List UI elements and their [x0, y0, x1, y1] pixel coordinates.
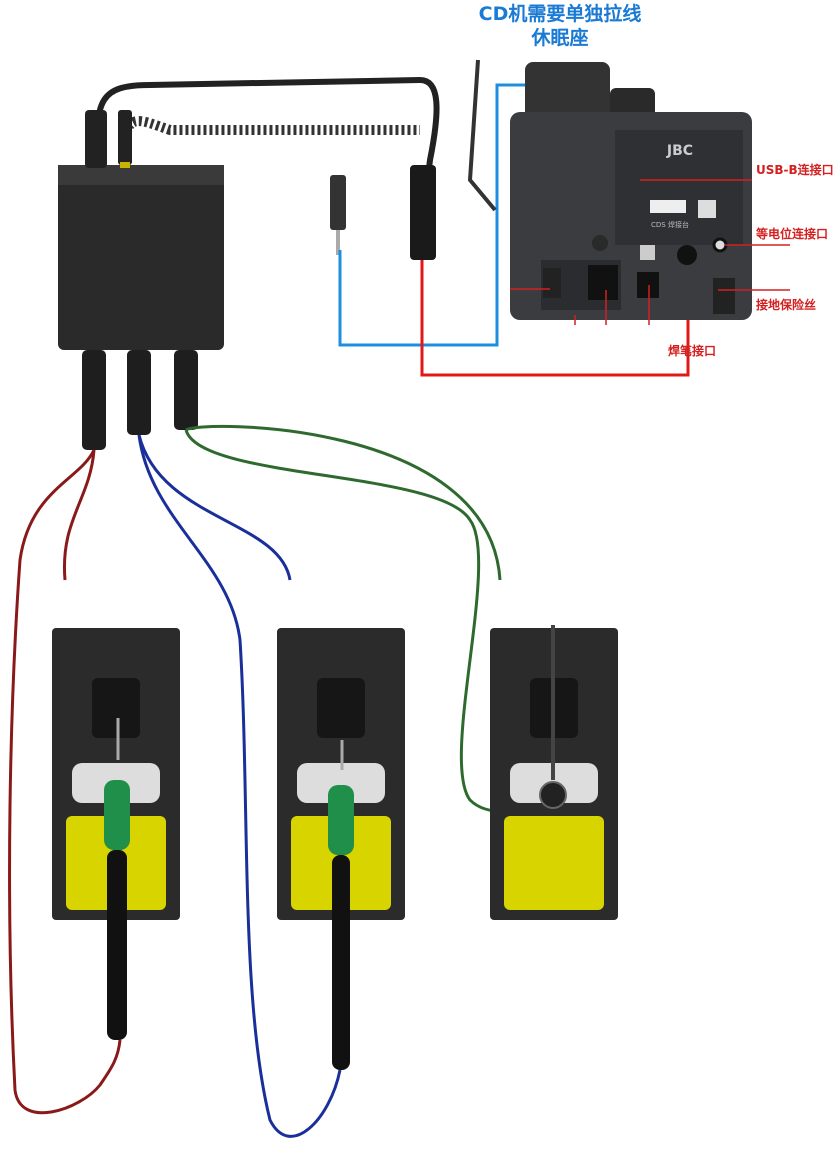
fuse-holder: [713, 278, 735, 314]
power-switch[interactable]: [543, 268, 561, 298]
equipotential-socket: [712, 237, 728, 253]
coiled-cable-spiral: [120, 116, 420, 151]
signal-line: [338, 83, 560, 347]
label-equipotential: 等电位连接口: [756, 227, 829, 241]
sponge-pad: [291, 816, 391, 910]
red-cable: [8, 449, 122, 1115]
title-line-1: CD机需要单独拉线: [478, 3, 642, 25]
stand-3: [490, 628, 618, 920]
sleep-holder-title: CD机需要单独拉线 休眠座: [450, 2, 670, 50]
stand-2: [277, 628, 405, 920]
rj-port: [637, 272, 659, 298]
iron-plug: [410, 165, 436, 260]
blue-cable: [137, 434, 342, 1138]
stand-1: [52, 628, 180, 920]
qr-code-icon: [698, 200, 716, 218]
label-iron-port: 焊笔接口: [668, 344, 717, 358]
sponge-pad: [504, 816, 604, 910]
power-socket: [588, 265, 618, 300]
hub-cable-plug: [85, 110, 107, 168]
iron-socket: [677, 245, 697, 265]
usb-b-port: [640, 245, 655, 260]
label-ground-fuse: 接地保险丝: [756, 298, 817, 312]
iron-line: [420, 260, 690, 377]
hub-output-plug-2: [127, 350, 151, 435]
station-brand: JBC: [666, 143, 693, 159]
hub-output-plug-1: [82, 350, 106, 450]
hub-output-plug-3: [174, 350, 198, 430]
hub-box: [58, 165, 224, 350]
title-line-2: 休眠座: [531, 27, 589, 49]
sleep-signal-plug: [330, 175, 346, 230]
station-model: CDS 焊接台: [651, 220, 689, 229]
sponge-pad: [66, 816, 166, 910]
label-usb-b: USB-B连接口: [756, 163, 834, 177]
